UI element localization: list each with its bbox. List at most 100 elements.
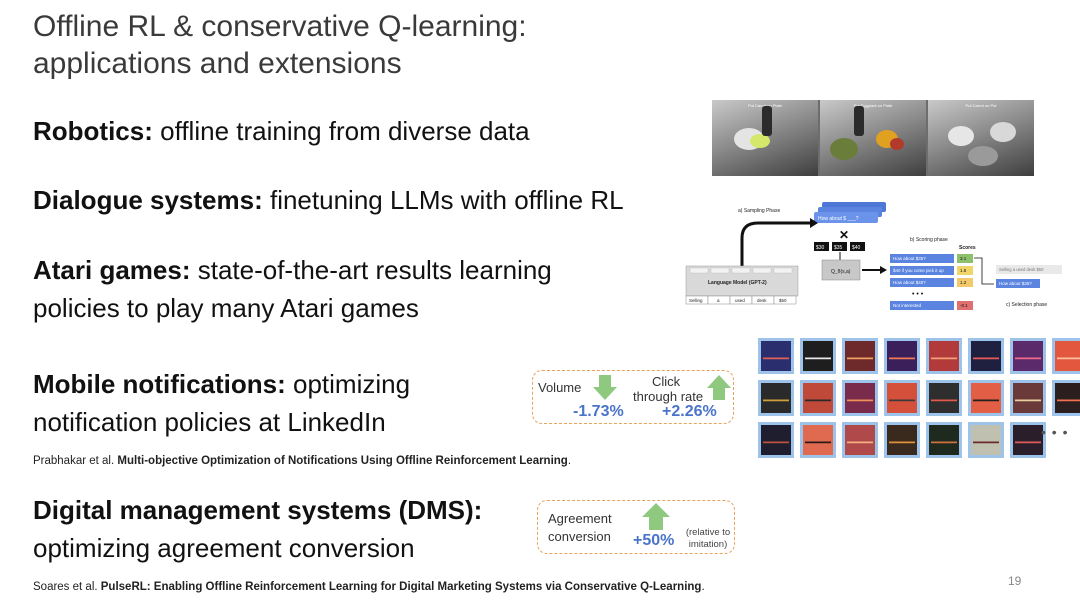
atari-game-screen <box>763 385 789 411</box>
selection-phase-label: c) Selection phase <box>1006 302 1047 308</box>
bullet-atari-head: Atari games: <box>33 255 191 285</box>
score-text-2: 1.8 <box>960 268 967 273</box>
robot-caption-2: Put Eggplant on Plate <box>853 103 893 108</box>
atari-game-screen <box>763 427 789 453</box>
scoring-arrow-head <box>880 266 887 274</box>
score-text-3: 1.2 <box>960 280 967 285</box>
score-text-1: 3.1 <box>960 256 967 261</box>
score-box-3 <box>957 278 973 287</box>
atari-game-thumbnail <box>758 422 794 458</box>
atari-game-screen <box>1015 427 1041 453</box>
atari-game-screen <box>847 343 873 369</box>
atari-game-thumbnail <box>800 380 836 416</box>
object-shape <box>890 138 904 150</box>
atari-game-screen <box>1015 343 1041 369</box>
atari-game-screen <box>1015 385 1041 411</box>
bullet-atari-text-2: policies to play many Atari games <box>33 293 419 323</box>
page-number: 19 <box>1008 574 1022 588</box>
bullet-dms: Digital management systems (DMS): optimi… <box>33 491 482 567</box>
sampling-arrow-head <box>810 218 818 228</box>
response-text-2: $40 if you come pick it up <box>893 268 944 273</box>
lm-slot <box>689 267 709 274</box>
language-model-label: Language Model (GPT-2) <box>708 280 767 286</box>
atari-game-thumbnail <box>926 380 962 416</box>
lm-slot <box>710 267 730 274</box>
atari-game-screen <box>973 427 999 453</box>
citation-linkedin-authors: Prabhakar et al. <box>33 455 118 467</box>
q-function-box <box>821 259 861 281</box>
arrow-up-icon <box>642 503 670 530</box>
atari-game-thumbnail <box>758 338 794 374</box>
bullet-dms-head: Digital management systems (DMS): <box>33 495 483 525</box>
volume-value: -1.73% <box>573 403 624 420</box>
selected-context-text: Selling a used desk $50 <box>999 267 1044 272</box>
arrow-up-icon <box>707 375 731 400</box>
dms-metrics-box <box>537 500 735 554</box>
response-box-1 <box>890 254 954 263</box>
atari-game-screen <box>805 343 831 369</box>
atari-game-thumbnail <box>1010 338 1046 374</box>
bullet-dialogue-text: finetuning LLMs with offline RL <box>262 185 624 215</box>
pot-shape <box>968 146 998 166</box>
atari-game-thumbnail <box>842 338 878 374</box>
atari-game-screen <box>1057 343 1080 369</box>
atari-game-thumbnail <box>968 338 1004 374</box>
ctr-label-2: through rate <box>633 389 704 404</box>
response-box-3 <box>890 278 954 287</box>
lm-slot <box>773 267 793 274</box>
atari-game-thumbnail <box>800 338 836 374</box>
ctr-value: +2.26% <box>662 403 717 420</box>
atari-game-thumbnail <box>884 338 920 374</box>
title-line-1: Offline RL & conservative Q-learning: <box>33 10 527 43</box>
atari-game-thumbnail <box>758 380 794 416</box>
atari-game-screen <box>805 385 831 411</box>
score-box-4 <box>957 301 973 310</box>
bullet-robotics-head: Robotics: <box>33 116 153 146</box>
prompt-card-text: How about $ ___? <box>818 216 859 222</box>
atari-game-screen <box>1057 385 1080 411</box>
prompt-card-front <box>814 212 878 223</box>
selected-context-box <box>996 265 1062 274</box>
bullet-atari-text: state-of-the-art results learning <box>190 255 552 285</box>
agreement-label: Agreement <box>548 511 612 526</box>
sampling-arrow <box>740 221 810 268</box>
price-token-text-1: $30 <box>816 245 825 251</box>
atari-game-thumbnail <box>1010 422 1046 458</box>
scoring-phase-label: b) Scoring phase <box>910 237 948 243</box>
atari-game-thumbnail <box>968 380 1004 416</box>
gripper-shape <box>762 106 772 136</box>
price-token-text-3: $40 <box>852 245 861 251</box>
bullet-mobile: Mobile notifications: optimizing notific… <box>33 365 410 441</box>
atari-game-screen <box>763 343 789 369</box>
bullet-dialogue: Dialogue systems: finetuning LLMs with o… <box>33 181 624 219</box>
bullet-robotics-text: offline training from diverse data <box>152 116 530 146</box>
lm-token-4: desk <box>757 298 767 303</box>
citation-pulserl-end: . <box>701 581 705 593</box>
atari-games-grid <box>758 338 1080 464</box>
gripper-shape <box>854 106 864 136</box>
atari-game-screen <box>847 385 873 411</box>
atari-game-screen <box>973 385 999 411</box>
arrow-down-icon <box>593 375 617 400</box>
bullet-dialogue-head: Dialogue systems: <box>33 185 263 215</box>
response-box-2 <box>890 266 954 275</box>
atari-game-screen <box>847 427 873 453</box>
volume-label: Volume <box>538 380 582 395</box>
response-text-3: How about $40? <box>893 280 926 285</box>
atari-game-screen <box>889 427 915 453</box>
bullet-atari: Atari games: state-of-the-art results le… <box>33 251 552 327</box>
dialogue-diagram: a) Sampling Phase How about $ ___? ✕ $30… <box>685 202 1062 310</box>
atari-game-thumbnail <box>1010 380 1046 416</box>
atari-game-thumbnail <box>1052 338 1080 374</box>
citation-pulserl-title: PulseRL: Enabling Offline Reinforcement … <box>100 581 702 593</box>
citation-linkedin-title: Multi-objective Optimization of Notifica… <box>117 455 568 467</box>
atari-game-screen <box>931 385 957 411</box>
score-text-4: -0.1 <box>960 303 968 308</box>
robot-caption-3: Put Carrot on Pot <box>965 103 997 108</box>
selection-connector <box>974 257 994 285</box>
lm-slot <box>752 267 772 274</box>
lm-token-1: Selling <box>689 298 703 303</box>
atari-game-screen <box>931 427 957 453</box>
robot-panel-1: Put Carrot on Plate <box>712 100 818 176</box>
sampling-phase-label: a) Sampling Phase <box>738 208 780 214</box>
